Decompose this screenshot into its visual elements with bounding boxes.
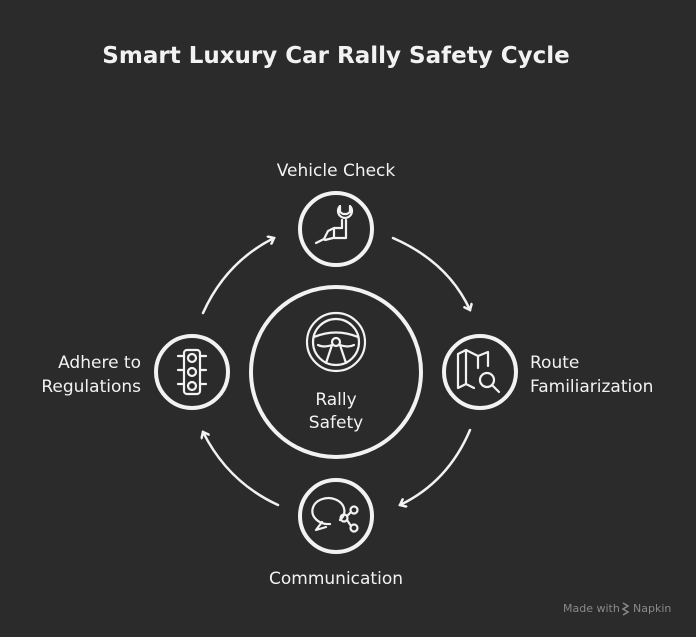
napkin-logo-icon bbox=[621, 602, 630, 616]
arrow-regulations-to-vehicle bbox=[201, 238, 274, 315]
step-vehicle-check: Vehicle Check bbox=[277, 161, 396, 267]
chat-share-icon bbox=[311, 496, 359, 533]
steering-wheel-icon bbox=[305, 311, 367, 373]
step-label: Vehicle Check bbox=[277, 161, 396, 181]
center-label-line2: Safety bbox=[309, 413, 363, 433]
arrow-vehicle-to-route bbox=[391, 236, 470, 310]
step-adhere-to-regulations: Adhere to Regulations bbox=[41, 334, 230, 410]
arrow-communication-to-regulations bbox=[203, 432, 280, 507]
step-label: Communication bbox=[269, 569, 403, 589]
napkin-brand-text: Napkin bbox=[633, 602, 671, 615]
step-label: Familiarization bbox=[530, 377, 653, 397]
center-node: Rally Safety bbox=[249, 285, 423, 459]
step-label: Adhere to bbox=[58, 353, 141, 373]
wrench-hand-icon bbox=[314, 204, 354, 245]
made-with-text: Made with bbox=[563, 602, 620, 615]
map-search-icon bbox=[456, 348, 501, 394]
arrow-route-to-communication bbox=[400, 428, 472, 505]
center-label-line1: Rally bbox=[315, 390, 356, 410]
step-label: Regulations bbox=[41, 377, 141, 397]
napkin-watermark: Made with Napkin bbox=[563, 602, 671, 616]
traffic-light-icon bbox=[176, 348, 208, 396]
step-label: Route bbox=[530, 353, 579, 373]
diagram-title: Smart Luxury Car Rally Safety Cycle bbox=[102, 43, 569, 69]
step-route-familiarization: Route Familiarization bbox=[442, 334, 653, 410]
step-communication: Communication bbox=[269, 478, 403, 589]
